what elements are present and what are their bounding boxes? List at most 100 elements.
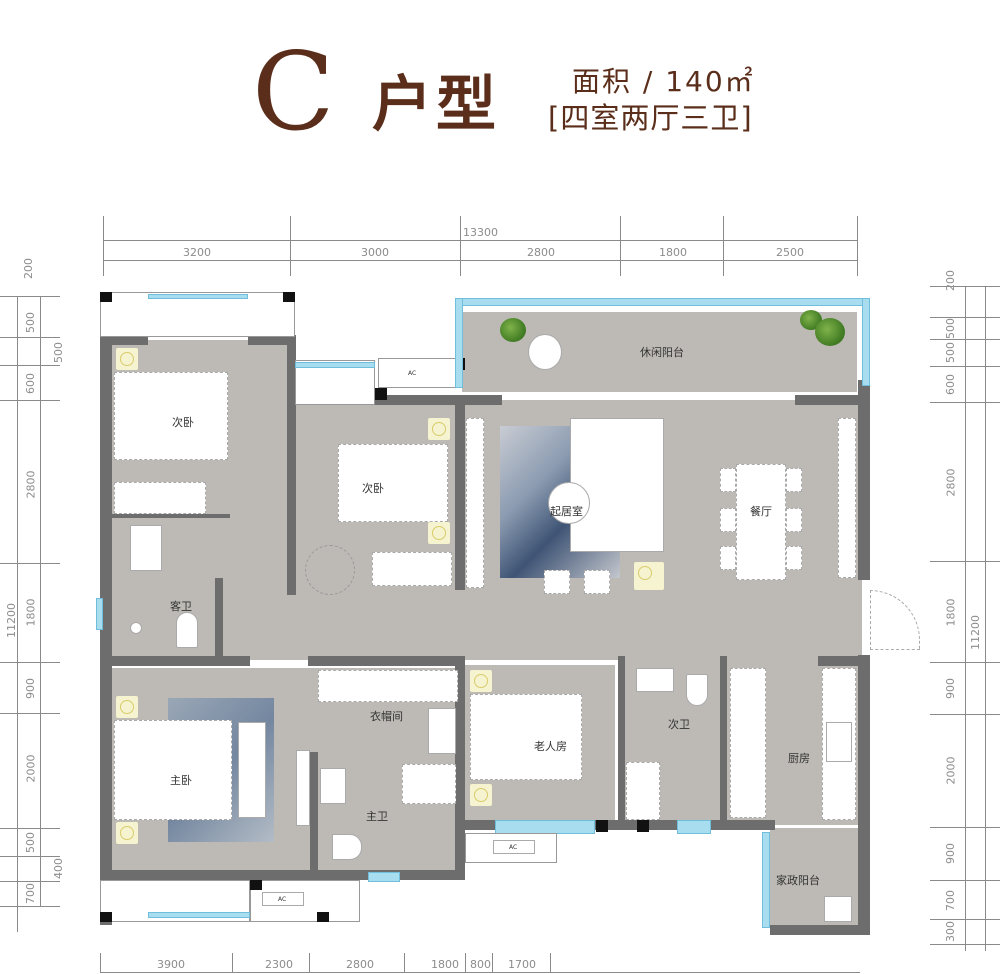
unit-type: 户型: [372, 70, 500, 140]
toilet: [686, 674, 708, 706]
room-label-second-bath: 次卫: [668, 718, 690, 731]
room-label-kitchen: 厨房: [788, 752, 810, 765]
closet-shelves: [318, 670, 458, 702]
dim-tick: [930, 827, 1000, 828]
bay-window-bed2a: [100, 292, 295, 337]
dim-tick: [930, 286, 1000, 287]
ac-label-bottom-left: AC: [278, 896, 287, 903]
dim-tick: [0, 365, 60, 366]
wall-south-west: [100, 870, 465, 880]
ac-label-bottom-mid: AC: [509, 844, 518, 851]
window: [368, 872, 400, 882]
ac-unit: [262, 892, 304, 906]
column: [100, 912, 112, 922]
dim-tick: [930, 662, 1000, 663]
chair: [720, 468, 736, 492]
wall-elder-west: [455, 656, 465, 871]
room-label-closet: 衣帽间: [370, 710, 403, 723]
dim-bottom-2: 2300: [265, 958, 293, 971]
column: [100, 292, 112, 302]
dining-table: [736, 464, 786, 580]
room-label-dining: 餐厅: [750, 505, 772, 518]
tv-cabinet: [466, 418, 484, 588]
dim-tick: [930, 919, 1000, 920]
dim-line-total: [103, 240, 858, 241]
dim-bottom-6: 1700: [508, 958, 536, 971]
title-block: C 户型 面积 / 140㎡ [四室两厅三卫]: [0, 0, 1000, 200]
wall-south-east: [770, 925, 870, 935]
dim-tick: [930, 402, 1000, 403]
dim-tick: [0, 400, 60, 401]
wall-master-bath-west: [310, 752, 318, 872]
floor-leisure-balcony: [462, 312, 857, 392]
room-label-master-bedroom: 主卧: [170, 774, 192, 787]
room-label-bedroom-2b: 次卧: [362, 482, 384, 495]
window: [762, 832, 770, 928]
lamp-icon: [428, 418, 450, 440]
dim-tick: [930, 880, 1000, 881]
washing-machine: [824, 896, 852, 922]
kitchen-counter-left: [730, 668, 766, 818]
balcony-window-right: [862, 298, 870, 386]
floor-guest-bath: [112, 580, 217, 652]
balcony-window-left: [455, 298, 463, 388]
dim-line-bottom: [100, 972, 860, 973]
room-label-bedroom-2a: 次卧: [172, 416, 194, 429]
lounge-chair: [528, 334, 562, 370]
lamp-icon: [470, 784, 492, 806]
vanity: [130, 525, 162, 571]
column: [250, 880, 262, 890]
window: [677, 820, 711, 834]
sideboard: [838, 418, 856, 578]
wall: [248, 335, 295, 345]
dim-tick: [0, 828, 60, 829]
chair: [720, 508, 736, 532]
floor-corridor: [110, 575, 860, 660]
dim-tick: [0, 881, 60, 882]
ac-label-top: AC: [408, 370, 417, 377]
dim-line-left-total: [17, 296, 18, 932]
window: [495, 820, 595, 834]
room-label-utility-balcony: 家政阳台: [776, 874, 820, 887]
wall-east-lower: [858, 655, 870, 935]
wall: [462, 395, 502, 405]
chair: [786, 546, 802, 570]
dim-bottom-1: 3900: [157, 958, 185, 971]
tv-panel: [296, 750, 310, 826]
dim-tick: [930, 366, 1000, 367]
room-label-living: 起居室: [550, 505, 583, 518]
bed: [470, 694, 582, 780]
bed: [114, 372, 228, 460]
dim-tick: [309, 953, 310, 973]
window: [295, 362, 375, 368]
dim-tick: [930, 339, 1000, 340]
dim-tick: [465, 953, 466, 973]
lamp-icon: [116, 348, 138, 370]
window: [148, 294, 248, 299]
dim-tick: [0, 662, 60, 663]
basin: [320, 768, 346, 804]
shower-head: [130, 622, 142, 634]
bed: [114, 720, 232, 820]
dim-tick: [857, 216, 858, 276]
chair: [786, 508, 802, 532]
dim-line-segments: [103, 260, 858, 261]
toilet: [332, 834, 362, 860]
wall: [100, 335, 148, 345]
dim-tick: [0, 856, 60, 857]
plant-icon: [815, 318, 845, 346]
shower-area: [402, 764, 456, 804]
dim-tick: [930, 944, 1000, 945]
entry-door-swing: [870, 590, 920, 650]
column: [637, 820, 649, 832]
dim-bottom-5: 800: [470, 958, 491, 971]
sofa: [570, 418, 664, 552]
dim-tick: [232, 953, 233, 973]
room-label-leisure-balcony: 休闲阳台: [640, 346, 684, 359]
toilet: [176, 612, 198, 648]
lamp-icon: [470, 670, 492, 692]
unit-layout: [四室两厅三卫]: [548, 101, 753, 135]
basin: [636, 668, 674, 692]
lamp-icon: [116, 696, 138, 718]
wall-guest-bath-south: [100, 656, 250, 666]
